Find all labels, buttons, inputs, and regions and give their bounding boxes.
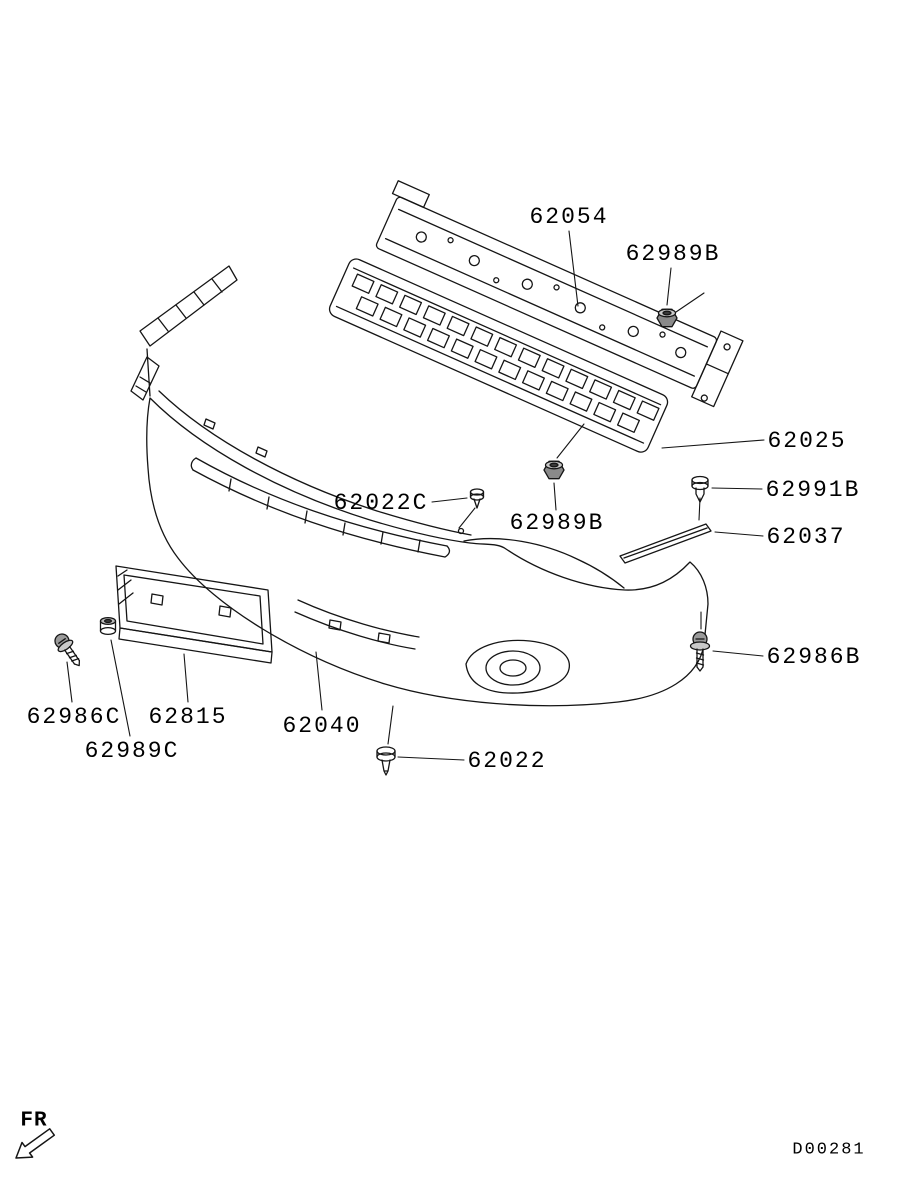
part-label-62989B-mid: 62989B bbox=[509, 510, 605, 536]
impact-absorber-drawing bbox=[328, 258, 669, 453]
part-label-62025: 62025 bbox=[767, 428, 847, 454]
part-label-62986B: 62986B bbox=[766, 644, 862, 670]
leader-lines bbox=[66, 230, 765, 761]
grommet-62989C-drawing bbox=[99, 616, 117, 636]
part-label-62989B-upper: 62989B bbox=[625, 241, 721, 267]
part-label-62040: 62040 bbox=[282, 713, 362, 739]
license-bracket-drawing bbox=[115, 565, 273, 664]
clip-62022-drawing bbox=[376, 746, 396, 776]
part-label-62989C: 62989C bbox=[84, 738, 180, 764]
part-label-62054: 62054 bbox=[529, 204, 609, 230]
part-label-62991B: 62991B bbox=[765, 477, 861, 503]
reinforcement-beam-drawing bbox=[375, 180, 744, 408]
clip-62022C-drawing bbox=[469, 488, 485, 509]
nut-62989B-upper-drawing bbox=[656, 308, 678, 328]
part-label-62022: 62022 bbox=[467, 748, 547, 774]
bumper-cover-drawing bbox=[130, 265, 709, 707]
nut-62989B-mid-drawing bbox=[543, 460, 565, 480]
pin-62991B-drawing bbox=[691, 475, 709, 503]
part-label-62037: 62037 bbox=[766, 524, 846, 550]
part-label-62986C: 62986C bbox=[26, 704, 122, 730]
fr-arrow-icon bbox=[15, 1128, 56, 1159]
front-direction-label: FR bbox=[20, 1109, 48, 1133]
part-label-62022C: 62022C bbox=[333, 490, 429, 516]
corner-molding-drawing bbox=[619, 523, 712, 564]
bolt-62986B-drawing bbox=[689, 631, 711, 672]
drawing-code: D00281 bbox=[792, 1140, 866, 1160]
screw-62986C-drawing bbox=[54, 633, 81, 667]
part-label-62815: 62815 bbox=[148, 704, 228, 730]
